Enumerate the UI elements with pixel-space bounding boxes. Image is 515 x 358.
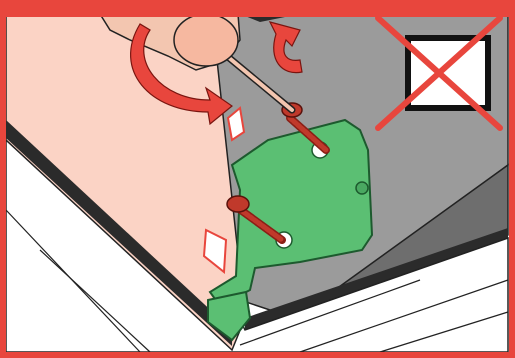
frame-top-band <box>3 3 512 17</box>
